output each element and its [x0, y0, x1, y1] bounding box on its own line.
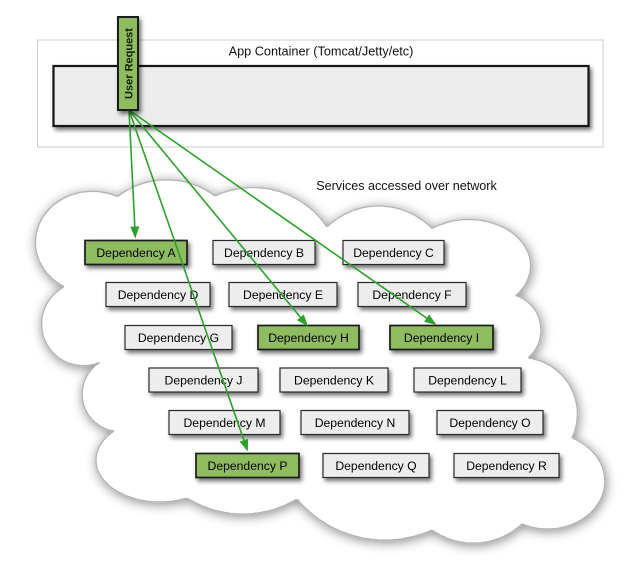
svg-text:Dependency L: Dependency L [428, 374, 507, 388]
svg-text:Dependency Q: Dependency Q [335, 459, 416, 473]
svg-text:Dependency J: Dependency J [165, 374, 243, 388]
svg-text:Dependency O: Dependency O [449, 416, 530, 430]
svg-text:Dependency B: Dependency B [224, 246, 304, 260]
svg-text:Dependency C: Dependency C [353, 246, 434, 260]
svg-text:Dependency P: Dependency P [208, 459, 288, 473]
svg-text:Dependency A: Dependency A [96, 246, 176, 260]
svg-text:Dependency I: Dependency I [404, 331, 479, 345]
svg-text:Dependency M: Dependency M [184, 416, 266, 430]
svg-text:Dependency G: Dependency G [138, 331, 219, 345]
svg-text:Services accessed over network: Services accessed over network [316, 179, 497, 193]
svg-text:Dependency E: Dependency E [243, 288, 323, 302]
svg-text:Dependency K: Dependency K [294, 374, 374, 388]
svg-text:User Request: User Request [124, 28, 136, 99]
svg-text:Dependency F: Dependency F [372, 288, 451, 302]
svg-text:App Container (Tomcat/Jetty/et: App Container (Tomcat/Jetty/etc) [229, 45, 414, 59]
svg-text:Dependency D: Dependency D [118, 288, 199, 302]
svg-text:Dependency N: Dependency N [315, 416, 396, 430]
svg-text:Dependency H: Dependency H [268, 331, 349, 345]
svg-text:Dependency R: Dependency R [466, 459, 547, 473]
